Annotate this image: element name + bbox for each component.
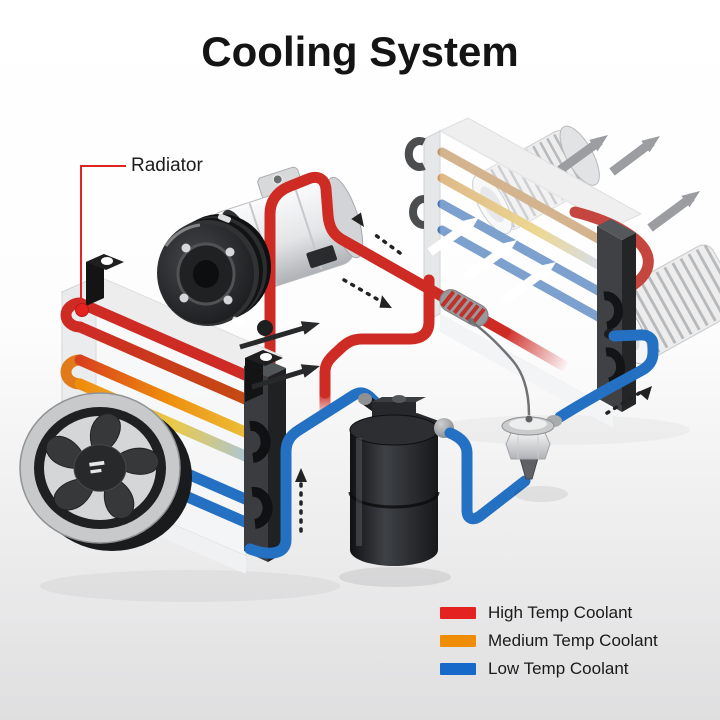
radiator-bracket-icon [86,254,124,306]
radiator-airflow-arrows [239,321,320,390]
expansion-valve [468,318,568,502]
low-temp-tube-valve-to-heater [554,329,659,423]
low-temp-swatch [440,663,476,675]
flow-arrow-to-heater [605,386,652,415]
radiator-bracket-icon [245,350,283,402]
legend-item-medium-temp: Medium Temp Coolant [440,627,658,655]
flow-direction-arrows [342,212,402,308]
flow-up-arrow [295,468,307,533]
high-temp-swatch [440,607,476,619]
low-temp-tube-drier-to-valve [444,427,531,525]
page-title: Cooling System [201,28,519,75]
legend: High Temp Coolant Medium Temp Coolant Lo… [440,599,658,683]
legend-label: Medium Temp Coolant [488,631,658,650]
legend-label: Low Temp Coolant [488,659,629,678]
receiver-drier [339,393,454,587]
radiator-callout [75,165,126,317]
compressor-pulley-icon [157,209,273,336]
legend-item-high-temp: High Temp Coolant [440,599,658,627]
medium-temp-swatch [440,635,476,647]
legend-item-low-temp: Low Temp Coolant [440,655,658,683]
legend-label: High Temp Coolant [488,603,633,622]
radiator-label: Radiator [131,155,203,176]
airflow-out-arrows [557,135,700,232]
air-through-arrows [427,217,556,305]
ground-shadows [40,570,340,602]
heater-core [404,117,654,428]
flex-hose-coil [439,289,489,327]
cooling-fan-icon [19,392,192,551]
